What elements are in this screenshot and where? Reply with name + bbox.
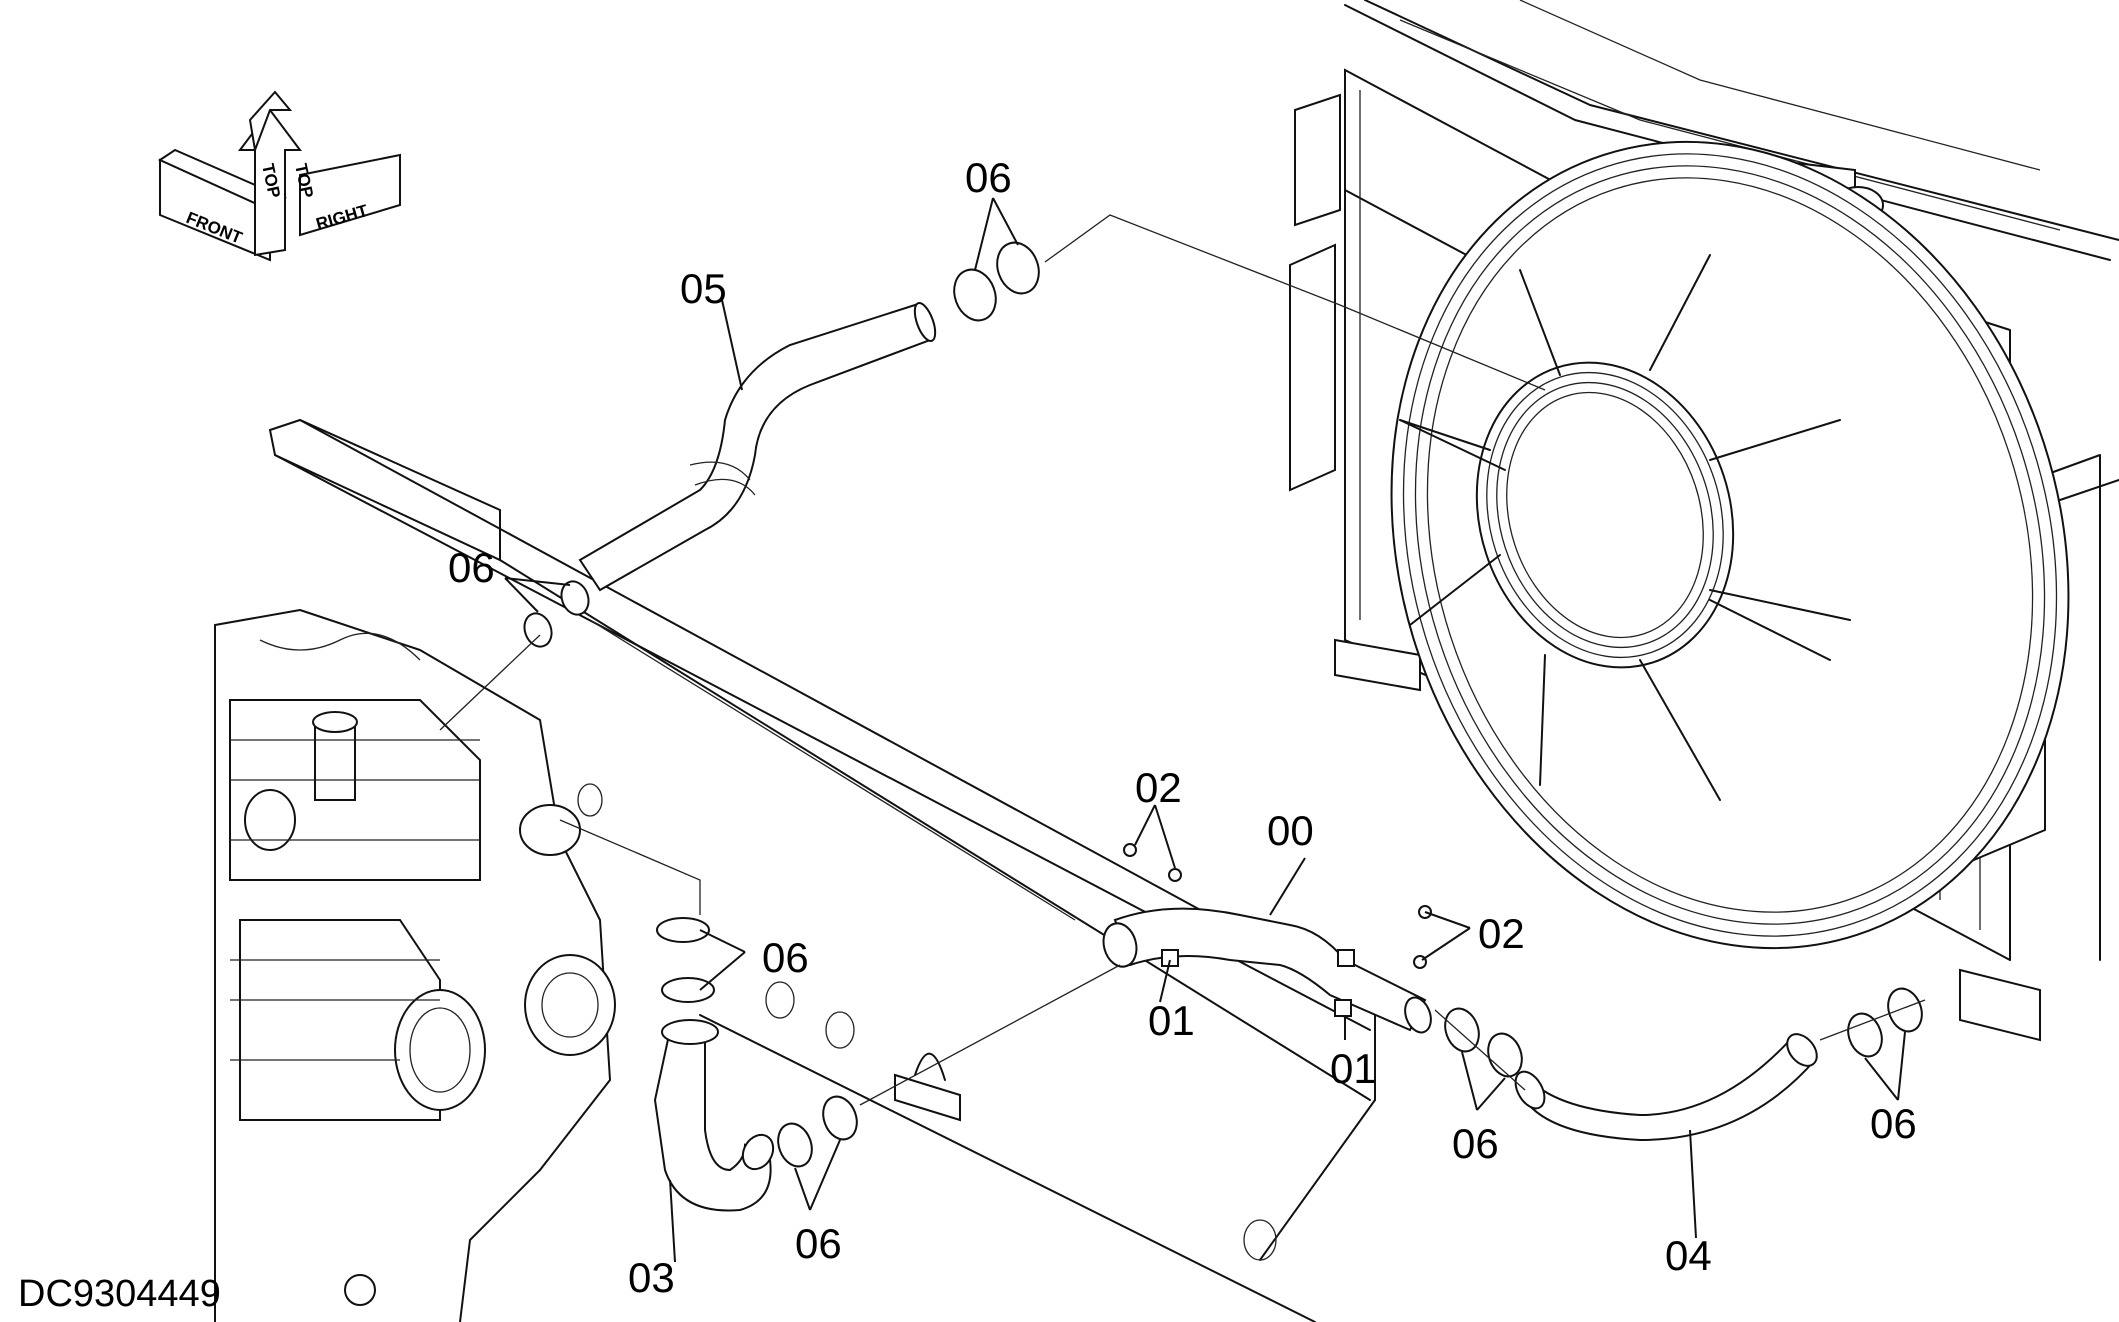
callout-03: 03: [628, 1254, 675, 1301]
clamp-icon: [953, 268, 997, 322]
radiator-assembly: [1289, 0, 2119, 1042]
hose-05: [578, 302, 937, 592]
callout-00: 00: [1267, 807, 1314, 854]
callout-leaders: [504, 197, 1906, 1263]
callout-06-bottom-left: 06: [795, 1220, 842, 1267]
callout-06-left-middle: 06: [762, 934, 809, 981]
bolt-icon: [1168, 868, 1182, 882]
clamp-icon: [1487, 1032, 1523, 1078]
clamp-icon: [1847, 1012, 1883, 1058]
orientation-top-label-right: TOP: [291, 162, 317, 200]
engine-block: [214, 609, 616, 1322]
clamp-icon: [560, 580, 590, 616]
callout-05: 05: [680, 265, 727, 312]
callout-02-left: 02: [1135, 764, 1182, 811]
callout-04: 04: [1665, 1232, 1712, 1279]
assembly-guide-lines: [439, 214, 1926, 1106]
callout-labels: 05 06 06 06 02 00 02 01 01 06 03 06 04 0…: [448, 154, 1917, 1301]
clamp-icon: [777, 1122, 813, 1168]
clamp-icon: [996, 241, 1040, 295]
hose-00: [1102, 907, 1432, 1034]
clamp-icon: [656, 917, 710, 943]
hose-clamps: [523, 241, 1923, 1168]
callout-02-right: 02: [1478, 910, 1525, 957]
bolt-icon: [1123, 843, 1137, 857]
clamp-icon: [1887, 987, 1923, 1033]
callout-06-upper-left: 06: [448, 544, 495, 591]
callout-06-bottom-right: 06: [1870, 1100, 1917, 1147]
frame-beam: [268, 418, 1376, 1322]
callout-01-right: 01: [1330, 1045, 1377, 1092]
clamp-icon: [661, 977, 715, 1003]
callout-06-bottom-middle: 06: [1452, 1120, 1499, 1167]
callout-06-top: 06: [965, 154, 1012, 201]
clamp-icon: [523, 612, 553, 648]
hose-03: [653, 1019, 775, 1212]
callout-01-left: 01: [1148, 997, 1195, 1044]
hose-04: [1514, 1033, 1818, 1142]
orientation-arrow-icon: FRONT TOP TOP RIGHT: [157, 90, 401, 262]
drawing-number: DC9304449: [18, 1273, 221, 1315]
clamp-icon: [822, 1095, 858, 1141]
